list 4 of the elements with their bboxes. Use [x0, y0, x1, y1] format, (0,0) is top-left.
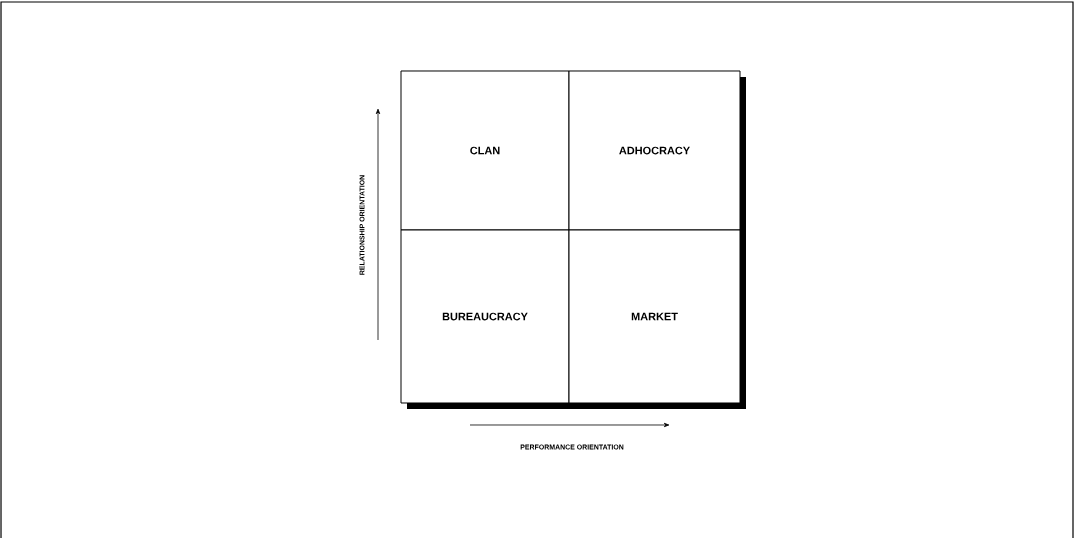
- quadrant-cell: MARKET: [568, 229, 741, 404]
- quadrant-cell: ADHOCRACY: [568, 70, 741, 231]
- quadrant-cell: BUREAUCRACY: [400, 229, 570, 404]
- quadrant-cell: CLAN: [400, 70, 570, 231]
